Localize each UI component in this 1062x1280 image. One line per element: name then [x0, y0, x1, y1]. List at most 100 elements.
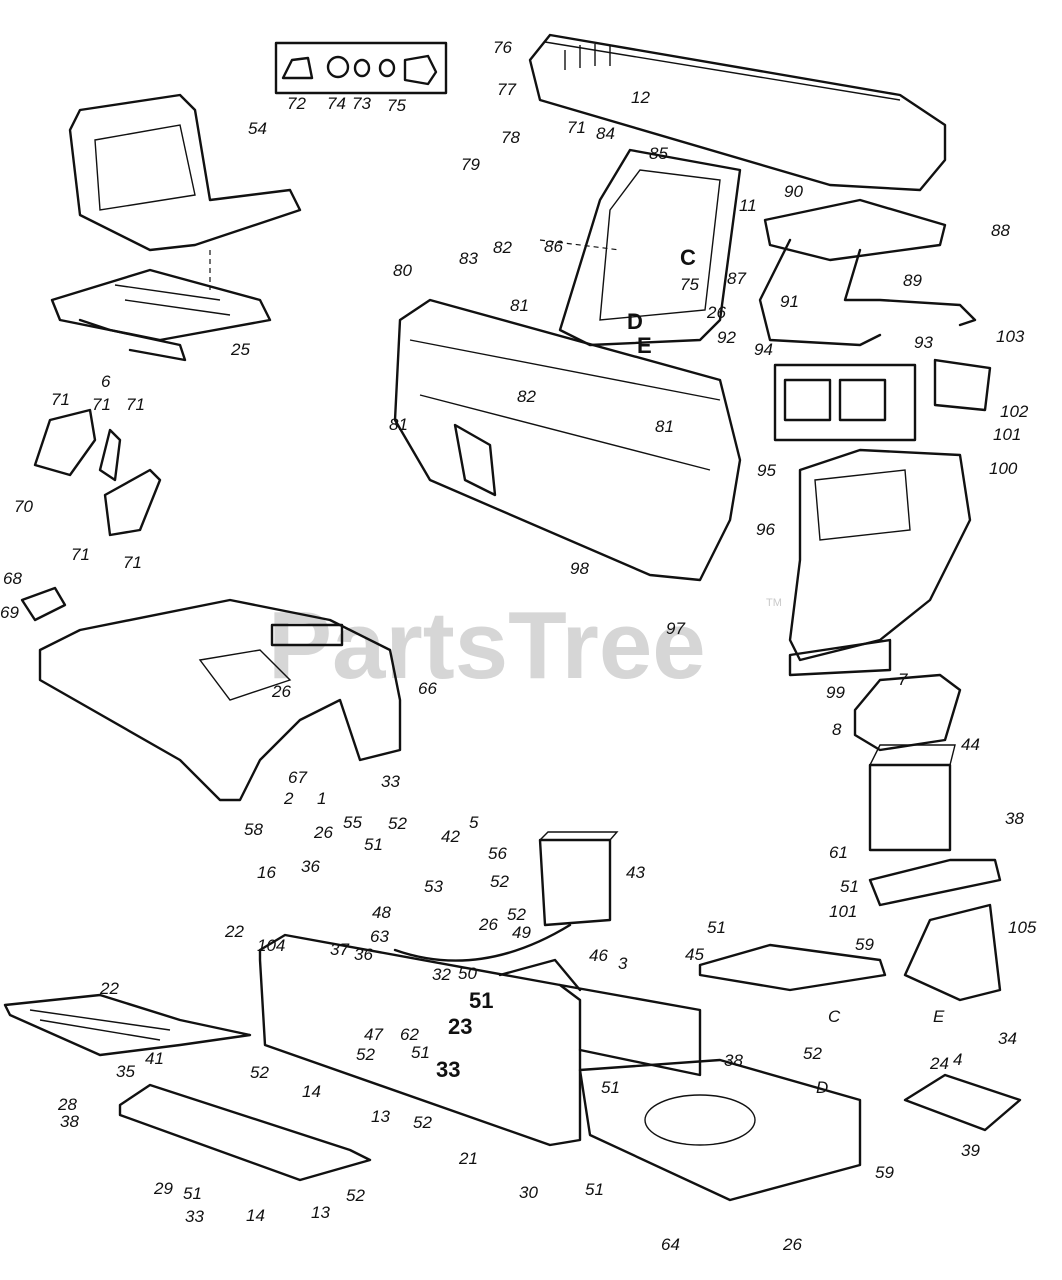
part-number: 102 — [1000, 402, 1029, 421]
reference-letter: 23 — [448, 1014, 472, 1039]
part-number: 14 — [302, 1082, 321, 1101]
part-number: 51 — [364, 835, 383, 854]
part-number: 2 — [283, 789, 294, 808]
part-number: 52 — [490, 872, 509, 891]
part-number: 26 — [271, 682, 291, 701]
hood-drawing — [528, 33, 947, 192]
mount-bracket-drawing — [758, 198, 977, 347]
part-number: 37 — [330, 940, 349, 959]
part-number: 81 — [655, 417, 674, 436]
part-number: 29 — [153, 1179, 173, 1198]
part-labels: 72 74 73 75 76 77 12 54 78 71 84 85 79 9… — [0, 38, 1037, 1254]
part-number: 71 — [567, 118, 586, 137]
part-number: 51 — [707, 918, 726, 937]
part-number: 48 — [372, 903, 391, 922]
part-number: 52 — [413, 1113, 432, 1132]
part-number: 36 — [301, 857, 320, 876]
part-number: 97 — [666, 619, 685, 638]
foot-rest-drawing — [3, 993, 252, 1057]
fender-drawing — [38, 598, 402, 802]
battery-drawing — [853, 673, 1002, 1002]
part-number: 81 — [510, 296, 529, 315]
part-number: 59 — [855, 935, 874, 954]
part-number: 74 — [327, 94, 346, 113]
part-number: 78 — [501, 128, 520, 147]
reference-letter: C — [680, 245, 696, 270]
tray-drawing — [393, 831, 619, 962]
part-number: 22 — [99, 979, 119, 998]
part-number: 64 — [661, 1235, 680, 1254]
part-number: 75 — [680, 275, 699, 294]
part-number: 33 — [381, 772, 400, 791]
part-number: 5 — [469, 813, 479, 832]
part-number: 73 — [352, 94, 371, 113]
part-number: 47 — [364, 1025, 383, 1044]
part-number: 41 — [145, 1049, 164, 1068]
part-number: 52 — [346, 1186, 365, 1205]
part-number: 96 — [756, 520, 775, 539]
part-number: 4 — [953, 1050, 962, 1069]
part-number: 24 — [929, 1054, 949, 1073]
part-number: 26 — [478, 915, 498, 934]
part-number: 103 — [996, 327, 1025, 346]
reference-letter: 51 — [469, 988, 493, 1013]
part-number: 56 — [488, 844, 507, 863]
part-number: 71 — [51, 390, 70, 409]
part-number: 42 — [441, 827, 460, 846]
part-number: 101 — [829, 902, 857, 921]
part-number: 71 — [71, 545, 90, 564]
part-number: 69 — [0, 603, 19, 622]
part-number: 38 — [1005, 809, 1024, 828]
part-number: 49 — [512, 923, 531, 942]
part-number: 51 — [183, 1184, 202, 1203]
part-number: 26 — [706, 303, 726, 322]
part-number: 35 — [116, 1062, 135, 1081]
part-number: 77 — [497, 80, 516, 99]
reference-letter: 33 — [436, 1057, 460, 1082]
part-number: 88 — [991, 221, 1010, 240]
part-number: 14 — [246, 1206, 265, 1225]
steering-support-drawing — [539, 148, 742, 347]
part-number: 99 — [826, 683, 845, 702]
part-number: 39 — [961, 1141, 980, 1160]
part-number: 21 — [458, 1149, 478, 1168]
part-number: 101 — [993, 425, 1021, 444]
shift-assembly-drawing — [33, 408, 162, 537]
part-number: 95 — [757, 461, 776, 480]
part-number: 16 — [257, 863, 276, 882]
part-number: 26 — [782, 1235, 802, 1254]
part-number: 98 — [570, 559, 589, 578]
part-number: 59 — [875, 1163, 894, 1182]
part-number: 6 — [101, 372, 111, 391]
part-number: 68 — [3, 569, 22, 588]
part-number: 63 — [370, 927, 389, 946]
part-number: 1 — [317, 789, 326, 808]
part-number: 3 — [618, 954, 628, 973]
part-number: 70 — [14, 497, 33, 516]
footboard-right-drawing — [903, 1073, 1022, 1132]
part-number: 7 — [898, 670, 908, 689]
part-number: 44 — [961, 735, 980, 754]
part-number: 51 — [411, 1043, 430, 1062]
part-number: 52 — [803, 1044, 822, 1063]
part-number: 79 — [461, 155, 480, 174]
switch-68-drawing — [20, 586, 67, 622]
part-number: 52 — [388, 814, 407, 833]
part-number: C — [828, 1007, 841, 1026]
part-number: 26 — [313, 823, 333, 842]
part-number: 51 — [585, 1180, 604, 1199]
dashboard-drawing — [393, 298, 742, 582]
watermark-trademark: TM — [766, 597, 782, 609]
part-number: 90 — [784, 182, 803, 201]
seat-pan-drawing — [50, 250, 272, 362]
part-number: 52 — [250, 1063, 269, 1082]
reference-letter: E — [637, 333, 652, 358]
part-number: 92 — [717, 328, 736, 347]
part-number: 8 — [832, 720, 842, 739]
part-number: 30 — [519, 1183, 538, 1202]
part-number: 75 — [387, 96, 406, 115]
part-number: 38 — [724, 1051, 743, 1070]
part-number: 54 — [248, 119, 267, 138]
footboard-left-drawing — [118, 1083, 372, 1182]
part-number: D — [816, 1078, 828, 1097]
